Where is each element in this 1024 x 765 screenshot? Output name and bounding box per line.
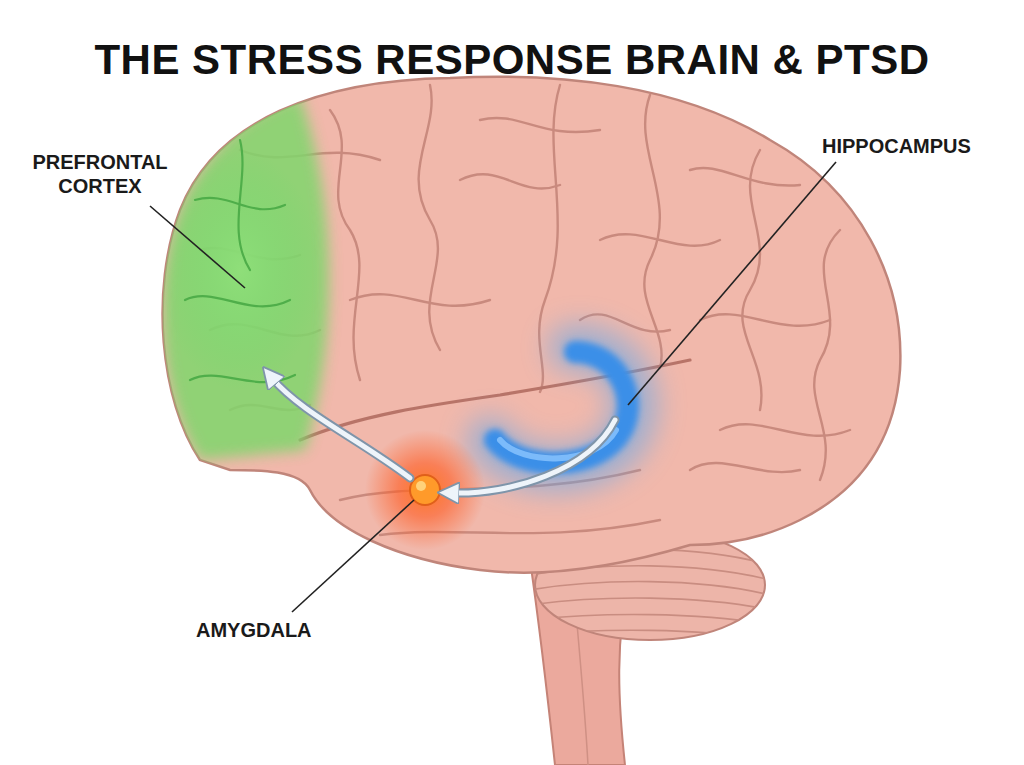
illustration-part — [628, 162, 836, 405]
illustration-part — [480, 118, 600, 132]
illustration-part — [700, 314, 830, 326]
illustration-part — [644, 95, 661, 368]
illustration-part — [410, 475, 440, 505]
illustration-part — [350, 294, 490, 306]
illustration-part — [419, 85, 440, 350]
illustration-part — [690, 463, 800, 472]
illustration-part — [530, 598, 770, 610]
illustration-part — [490, 348, 635, 469]
illustration-part — [272, 378, 410, 478]
part-label: PREFRONTAL CORTEX — [18, 150, 182, 198]
illustration-part — [238, 140, 250, 270]
part-label: HIPPOCAMPUS — [822, 134, 971, 158]
illustration-part — [452, 420, 615, 493]
illustration-part — [720, 424, 850, 436]
illustration-part — [530, 582, 770, 595]
leader-lines — [150, 162, 836, 612]
illustration-part — [272, 378, 410, 478]
illustration-part — [185, 296, 290, 306]
illustration-part — [150, 206, 245, 288]
illustration-part — [452, 420, 615, 493]
illustration-part — [530, 630, 770, 640]
illustration-part — [690, 168, 800, 186]
illustration-part — [742, 150, 761, 410]
illustration-part — [814, 230, 840, 480]
illustration-part — [530, 615, 770, 625]
pathway-arrows — [272, 378, 615, 493]
title-block: THE STRESS RESPONSE BRAIN & PTSD — [0, 36, 1024, 84]
title: THE STRESS RESPONSE BRAIN & PTSD — [94, 36, 929, 83]
hippocampus-glow — [490, 348, 635, 469]
illustration-part — [185, 140, 295, 382]
illustration-part — [460, 174, 560, 188]
illustration-part — [600, 234, 720, 246]
part-label: AMYGDALA — [196, 618, 312, 642]
illustration-part — [292, 500, 414, 612]
illustration-part — [416, 481, 426, 491]
illustration-part — [330, 110, 360, 380]
illustration-part — [160, 150, 320, 390]
illustration-part — [495, 352, 628, 463]
